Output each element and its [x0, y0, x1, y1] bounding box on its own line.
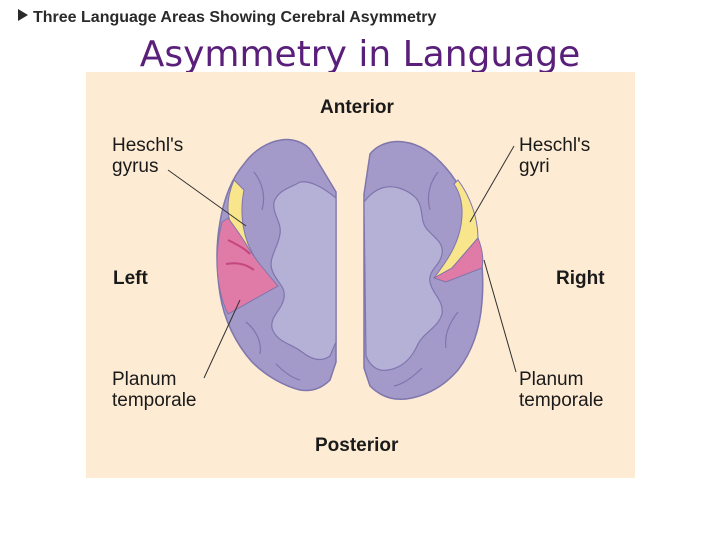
- right-heschl-gyri: [433, 179, 479, 279]
- label-heschl-gyrus: Heschl's gyrus: [112, 135, 184, 177]
- label-planum-temporale-right: Planum temporale: [519, 369, 604, 411]
- label-right: Right: [556, 268, 605, 289]
- brain-section-illustration: [167, 138, 517, 400]
- leader-planum-right: [483, 259, 517, 373]
- right-gyrus-folds: [393, 171, 459, 387]
- label-posterior: Posterior: [315, 435, 399, 456]
- label-planum-temporale-left: Planum temporale: [112, 369, 197, 411]
- caption-text: Three Language Areas Showing Cerebral As…: [33, 9, 437, 26]
- leader-heschl-left: [167, 169, 247, 227]
- leader-lines: [167, 145, 517, 379]
- left-hemisphere: [216, 138, 337, 392]
- right-planum-temporale: [432, 237, 484, 283]
- label-heschl-gyri: Heschl's gyri: [519, 135, 591, 177]
- leader-heschl-right: [469, 145, 515, 223]
- left-white-matter: [270, 181, 337, 361]
- leader-planum-left: [203, 299, 241, 379]
- caption-arrow-icon: [18, 9, 28, 21]
- label-left: Left: [113, 268, 148, 289]
- label-anterior: Anterior: [320, 97, 394, 118]
- left-pink-sulcus: [225, 239, 255, 271]
- right-white-matter: [363, 186, 443, 371]
- figure-caption: Three Language Areas Showing Cerebral As…: [18, 9, 436, 27]
- left-gyrus-folds: [245, 171, 301, 381]
- slide-title: Asymmetry in Language: [139, 34, 581, 75]
- brain-diagram-panel: Anterior Posterior Left Right Heschl's g…: [86, 72, 635, 478]
- right-hemisphere: [363, 140, 484, 400]
